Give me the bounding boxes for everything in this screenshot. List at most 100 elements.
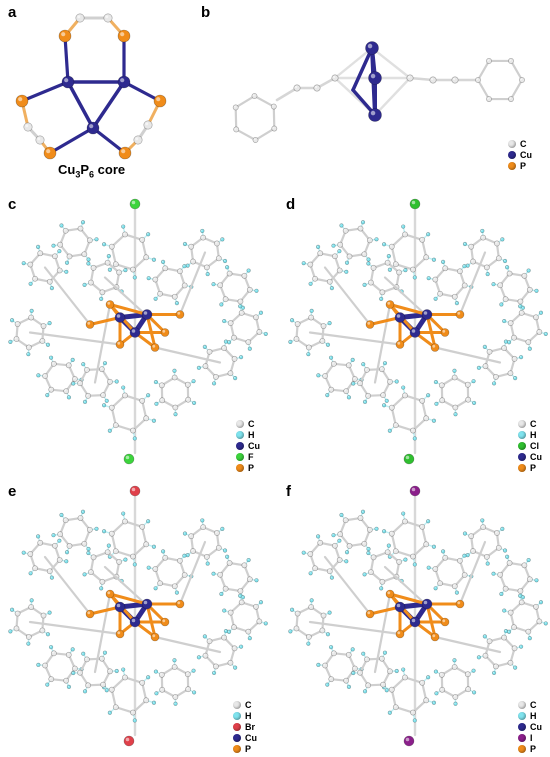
hydrogen-atom (403, 267, 408, 273)
atom-highlight (426, 233, 429, 235)
atom-highlight (294, 85, 298, 89)
aryl-bottom-bond (390, 676, 407, 691)
atom-highlight (100, 297, 102, 300)
hydrogen-atom (387, 428, 392, 433)
atom-highlight (65, 270, 67, 272)
atom-highlight (380, 297, 382, 300)
carbon-atom (214, 530, 220, 536)
atom-highlight (307, 345, 309, 348)
atom-highlight (326, 683, 328, 685)
atom-highlight (37, 374, 39, 376)
phosphorus-atom (160, 328, 170, 337)
atom-highlight (519, 311, 522, 314)
hydrogen-atom (344, 550, 350, 555)
carbon-atom (461, 282, 468, 289)
carbon-atom (48, 676, 55, 683)
hydrogen-atom (70, 647, 75, 652)
atom-highlight (105, 689, 107, 691)
legend-f-swatch-2 (518, 722, 526, 731)
carbon-atom (519, 77, 525, 83)
atom-highlight (27, 635, 29, 638)
hydrogen-atom (205, 561, 210, 566)
atom-highlight (186, 553, 188, 556)
halogen-atom-top (409, 485, 421, 497)
hydrogen-atom (220, 526, 225, 531)
legend-b-row-0: C (508, 138, 532, 149)
carbon-atom (328, 676, 335, 683)
carbon-atom (171, 664, 178, 670)
hydrogen-atom (146, 232, 151, 237)
atom-highlight (122, 668, 124, 670)
atom-highlight (60, 224, 62, 226)
atom-highlight (351, 648, 353, 650)
hydrogen-atom (82, 689, 88, 694)
atom-highlight (434, 380, 437, 383)
atom-highlight (307, 353, 309, 355)
copper-atom (141, 309, 153, 320)
atom-highlight (338, 250, 340, 252)
atom-highlight (347, 254, 350, 257)
carbon-atom (98, 366, 105, 373)
hydrogen-atom (491, 381, 497, 386)
carbon-atom (387, 378, 393, 385)
hydrogen-atom (86, 261, 91, 266)
carbon-atom (345, 651, 352, 658)
carbon-atom (85, 682, 92, 689)
hydrogen-atom (362, 282, 367, 288)
hydrogen-atom (288, 339, 293, 345)
carbon-atom (439, 397, 446, 404)
carbon-atom (152, 276, 159, 283)
carbon-atom (396, 269, 403, 276)
atom-highlight (64, 78, 69, 83)
atom-highlight (86, 394, 89, 396)
atom-highlight (108, 380, 111, 382)
atom-highlight (367, 547, 369, 550)
atom-highlight (492, 283, 494, 285)
hydrogen-atom (325, 682, 330, 687)
hydrogen-atom (107, 267, 112, 272)
hydrogen-atom (211, 670, 217, 676)
atom-highlight (63, 518, 66, 521)
atom-highlight (504, 340, 507, 342)
carbon-atom (162, 554, 169, 561)
atom-highlight (329, 387, 332, 390)
atom-highlight (318, 251, 321, 254)
atom-highlight (103, 362, 106, 364)
atom-highlight (161, 550, 164, 552)
atom-highlight (73, 666, 76, 669)
hydrogen-atom (59, 512, 64, 518)
atom-highlight (519, 645, 522, 647)
atom-highlight (345, 560, 347, 562)
halogen-atom-top (129, 485, 141, 497)
atom-highlight (115, 669, 117, 672)
atom-highlight (77, 15, 81, 19)
aryl-bottom-bond (403, 676, 424, 684)
atom-highlight (343, 229, 346, 231)
hydrogen-atom (238, 644, 244, 649)
hydrogen-atom (226, 340, 232, 345)
atom-highlight (388, 268, 390, 270)
legend-f-swatch-1 (518, 711, 526, 720)
carbon-atom (253, 603, 259, 610)
carbon-atom (294, 321, 301, 327)
aryl-top-bond (110, 520, 127, 535)
hydrogen-atom (182, 264, 187, 269)
cu-p-bond (108, 303, 149, 316)
panel-label-d: d (286, 196, 296, 213)
atom-highlight (49, 387, 52, 390)
aryl-top-bond (411, 256, 428, 271)
atom-highlight (535, 289, 537, 291)
atom-highlight (433, 277, 436, 280)
p-c-bond (93, 303, 112, 384)
hydrogen-atom (211, 282, 216, 287)
hydrogen-atom (327, 320, 332, 326)
carbon-atom (370, 264, 377, 271)
atom-highlight (340, 513, 342, 516)
carbon-atom (352, 376, 358, 382)
hydrogen-atom (219, 591, 224, 597)
hydrogen-atom (505, 265, 510, 270)
atom-highlight (241, 596, 243, 598)
carbon-atom (493, 663, 499, 670)
hydrogen-atom (387, 710, 392, 715)
atom-highlight (388, 555, 390, 557)
